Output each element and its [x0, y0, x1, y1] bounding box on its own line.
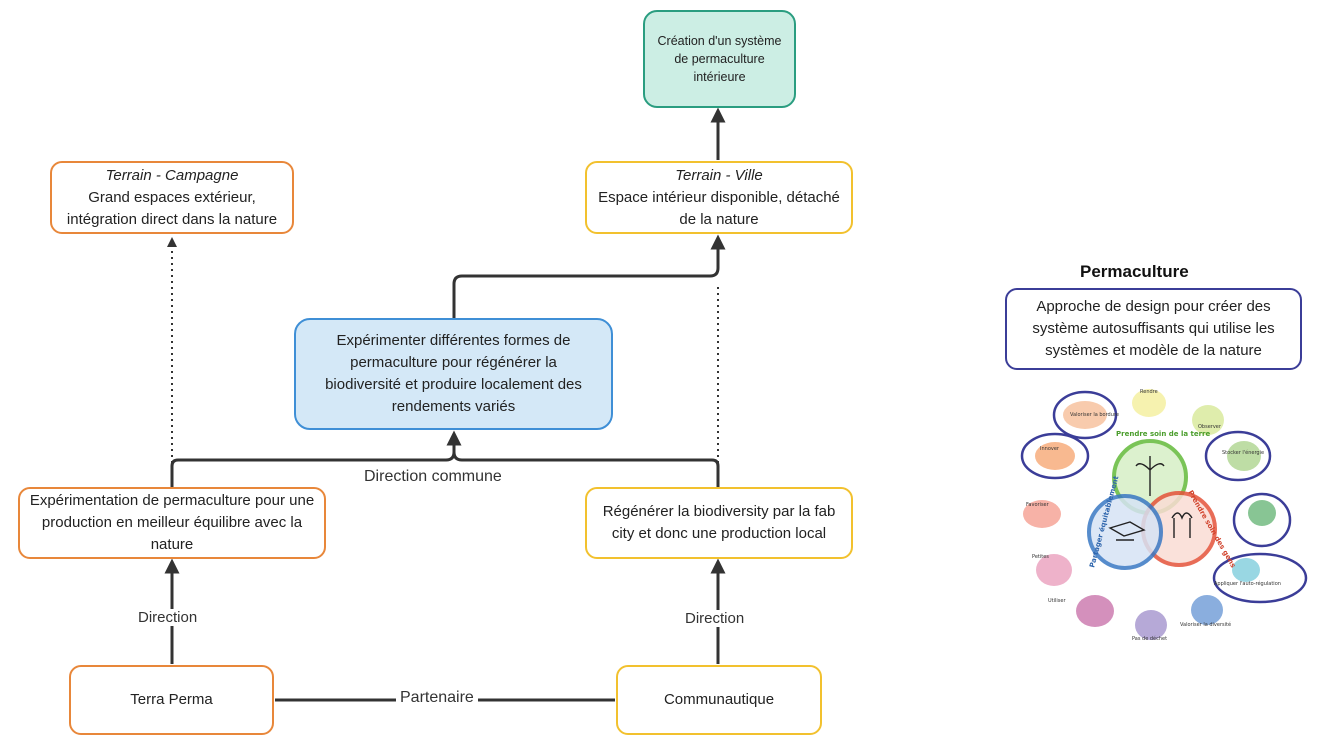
permaculture-ethics-circles: Prendre soin de la terre Prendre soin de… [1087, 430, 1237, 570]
node-experimentation[interactable]: Expérimentation de permaculture pour une… [18, 487, 326, 559]
permaculture-definition: Approche de design pour créer des systèm… [1005, 288, 1302, 370]
principle-label-5: Stocker l'énergie [1222, 449, 1264, 456]
principle-label-10: Pas de déchet [1132, 635, 1167, 642]
edge-experimenter-to-ville [452, 234, 726, 318]
label-partenaire: Partenaire [396, 689, 478, 707]
label-direction-commune: Direction commune [360, 468, 506, 486]
node-experimentation-text: Expérimentation de permaculture pour une… [29, 492, 315, 553]
node-terrain-campagne[interactable]: Terrain - Campagne Grand espaces extérie… [50, 161, 294, 234]
principle-label-6: Favoriser [1026, 502, 1050, 508]
principle-stocker-energie: Stocker l'énergie [1204, 430, 1272, 482]
node-creation[interactable]: Création d'un système de permaculture in… [643, 10, 796, 108]
principle-valoriser-diversite: Valoriser la diversité [1180, 595, 1231, 628]
node-terrain-campagne-text: Grand espaces extérieur, intégration dir… [66, 188, 278, 228]
permaculture-principles-illustration: Valoriser la bordure Rendre Observer Inn… [1020, 389, 1308, 642]
node-communautique-text: Communautique [663, 691, 775, 708]
label-direction-left: Direction [134, 609, 202, 626]
circle-label-terre: Prendre soin de la terre [1116, 430, 1211, 438]
principle-production [1232, 492, 1292, 548]
principle-label-4: Innover [1040, 446, 1060, 452]
edge-direction-commune-right [452, 451, 720, 487]
permaculture-definition-text: Approche de design pour créer des systèm… [1032, 298, 1275, 359]
principle-innover: Innover [1020, 432, 1090, 480]
node-terrain-ville-text: Espace intérieur disponible, détaché de … [598, 188, 840, 228]
principle-label-7: Petites [1032, 554, 1049, 560]
principle-favoriser: Favoriser [1023, 500, 1061, 528]
node-terrain-ville-title: Terrain - Ville [675, 166, 763, 184]
principle-valoriser-bordure: Valoriser la bordure [1052, 390, 1119, 440]
node-communautique[interactable]: Communautique [616, 665, 822, 735]
principle-label-2: Rendre [1140, 389, 1158, 395]
permaculture-title: Permaculture [1080, 262, 1189, 281]
principle-label-1: Valoriser la bordure [1070, 412, 1119, 418]
node-creation-text: Création d'un système de permaculture in… [657, 34, 782, 84]
label-direction-right: Direction [681, 610, 749, 627]
node-experimenter-text: Expérimenter différentes formes de perma… [325, 332, 582, 415]
node-terrain-ville[interactable]: Terrain - Ville Espace intérieur disponi… [585, 161, 853, 234]
principle-label-11: Appliquer l'auto-régulation [1214, 580, 1281, 587]
principle-observer: Observer [1192, 405, 1224, 435]
principle-label-3: Observer [1198, 424, 1222, 430]
principle-label-12: Valoriser la diversité [1180, 621, 1231, 628]
node-terra-perma-text: Terra Perma [130, 691, 213, 708]
node-regenerer-text: Régénérer la biodiversity par la fab cit… [602, 503, 836, 542]
node-experimenter[interactable]: Expérimenter différentes formes de perma… [294, 318, 613, 430]
node-regenerer[interactable]: Régénérer la biodiversity par la fab cit… [585, 487, 853, 559]
principle-utiliser: Utiliser [1048, 595, 1114, 627]
principle-auto-regulation: Appliquer l'auto-régulation [1212, 552, 1308, 604]
node-terrain-campagne-title: Terrain - Campagne [105, 166, 239, 184]
principle-label-8: Utiliser [1048, 598, 1066, 604]
principle-petites: Petites [1032, 554, 1072, 586]
principle-rendre: Rendre [1132, 389, 1166, 417]
principle-pas-de-dechet: Pas de déchet [1132, 610, 1167, 642]
node-terra-perma[interactable]: Terra Perma [69, 665, 274, 735]
